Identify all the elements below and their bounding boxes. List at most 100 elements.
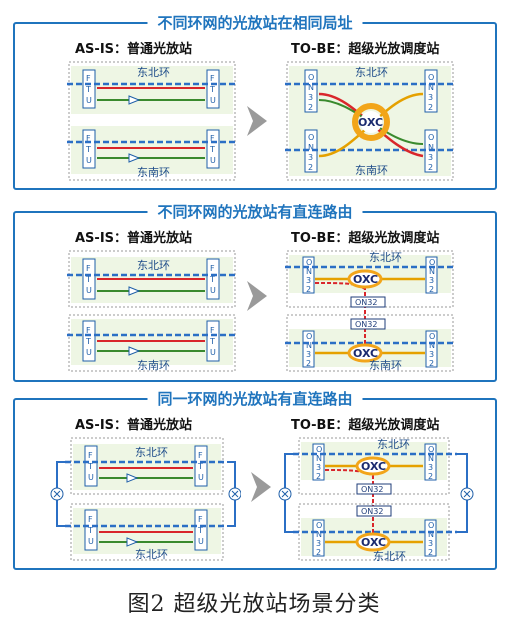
tobe-label: TO-BE：超级光放调度站 — [291, 42, 440, 57]
arrow-icon — [247, 281, 267, 311]
svg-text:2: 2 — [306, 359, 311, 368]
svg-text:N: N — [308, 143, 314, 152]
oxc-node: OXC — [355, 456, 391, 476]
svg-text:ON32: ON32 — [361, 485, 383, 494]
ring-label: 东北环 — [355, 66, 388, 79]
on32-box-left-top: ON32 — [312, 443, 325, 481]
site-boundary — [68, 61, 236, 181]
svg-text:F: F — [210, 74, 215, 83]
svg-text:O: O — [428, 521, 434, 530]
svg-text:N: N — [306, 267, 312, 276]
svg-text:N: N — [306, 341, 312, 350]
ftu-box-right-bottom: FTU — [194, 509, 208, 551]
site-boundary — [286, 61, 454, 181]
svg-text:O: O — [316, 521, 322, 530]
splitter-icon — [460, 487, 474, 501]
svg-text:O: O — [308, 133, 314, 142]
svg-text:2: 2 — [429, 285, 434, 294]
svg-text:2: 2 — [316, 548, 321, 557]
ring-label: 东北环 — [135, 446, 168, 459]
svg-text:F: F — [86, 74, 91, 83]
ftu-box-right-bottom: FTU — [206, 129, 220, 169]
svg-text:2: 2 — [428, 548, 433, 557]
on32-link-box: ON32 — [356, 505, 392, 517]
svg-text:T: T — [197, 462, 203, 471]
ftu-box-right-top: FTU — [206, 258, 220, 300]
svg-text:N: N — [428, 530, 434, 539]
svg-text:U: U — [88, 473, 94, 482]
oxc-node: OXC — [352, 103, 390, 141]
svg-text:2: 2 — [428, 472, 433, 481]
svg-text:U: U — [198, 473, 204, 482]
svg-text:F: F — [198, 451, 203, 460]
tobe-diagram: ON32 ON32 ON32 ON32 OXC OXC ON32 ON32 东北… — [285, 250, 455, 372]
ftu-box-right-top: FTU — [206, 69, 220, 109]
on32-link-box: ON32 — [350, 318, 386, 330]
ring-label: 东北环 — [373, 550, 406, 563]
amplifier-icon — [126, 537, 139, 547]
tobe-label: TO-BE：超级光放调度站 — [291, 418, 440, 433]
svg-text:F: F — [198, 515, 203, 524]
asis-diagram: FTU FTU FTU FTU 东北环 东南环 — [67, 250, 237, 372]
oxc-node: OXC — [347, 343, 383, 363]
svg-text:2: 2 — [429, 359, 434, 368]
figure-caption: 图2 超级光放站场景分类 — [127, 592, 381, 617]
panel-title: 不同环网的光放站有直连路由 — [147, 201, 363, 222]
svg-text:U: U — [210, 286, 216, 295]
svg-text:N: N — [316, 454, 322, 463]
svg-text:F: F — [88, 515, 93, 524]
ftu-box-left-top: FTU — [82, 258, 96, 300]
svg-text:3: 3 — [428, 463, 433, 472]
svg-text:F: F — [88, 451, 93, 460]
svg-text:U: U — [86, 348, 92, 357]
on32-box-right-top: ON32 — [424, 443, 437, 481]
svg-text:U: U — [198, 537, 204, 546]
svg-text:U: U — [86, 286, 92, 295]
asis-label: AS-IS：普通光放站 — [75, 42, 193, 57]
svg-text:F: F — [210, 264, 215, 273]
svg-text:3: 3 — [308, 153, 313, 162]
ring-label: 东北环 — [377, 438, 410, 451]
ftu-box-right-top: FTU — [194, 445, 208, 487]
svg-text:3: 3 — [306, 276, 311, 285]
panel-same-site: 不同环网的光放站在相同局址 AS-IS：普通光放站 TO-BE：超级光放调度站 … — [13, 12, 497, 190]
on32-box-right-bottom: ON32 — [425, 330, 438, 368]
tobe-diagram: ON32 ON32 ON32 ON32 OXC 东北环 东南环 — [285, 61, 455, 181]
svg-text:2: 2 — [428, 163, 433, 172]
svg-text:2: 2 — [308, 103, 313, 112]
asis-label: AS-IS：普通光放站 — [75, 418, 193, 433]
svg-text:U: U — [86, 156, 92, 165]
on32-link-box: ON32 — [350, 296, 386, 308]
svg-text:3: 3 — [428, 93, 433, 102]
svg-text:F: F — [210, 326, 215, 335]
node-area — [71, 66, 233, 114]
svg-text:3: 3 — [306, 350, 311, 359]
svg-text:N: N — [428, 454, 434, 463]
svg-text:3: 3 — [429, 350, 434, 359]
svg-text:OXC: OXC — [358, 116, 383, 129]
amplifier-icon — [128, 286, 141, 296]
panel-direct-route-same-ring: 同一环网的光放站有直连路由 AS-IS：普通光放站 TO-BE：超级光放调度站 … — [13, 388, 497, 570]
ring-label: 东北环 — [137, 66, 170, 79]
svg-text:U: U — [210, 156, 216, 165]
ftu-box-left-top: FTU — [84, 445, 98, 487]
asis-diagram: FTU FTU FTU FTU 东北环 东南环 — [67, 61, 237, 181]
svg-text:T: T — [85, 85, 91, 94]
amplifier-icon — [128, 153, 141, 163]
svg-text:T: T — [197, 526, 203, 535]
svg-text:O: O — [429, 258, 435, 267]
ftu-box-right-bottom: FTU — [206, 320, 220, 362]
svg-text:3: 3 — [316, 539, 321, 548]
splitter-icon — [50, 487, 64, 501]
svg-text:3: 3 — [428, 539, 433, 548]
svg-text:T: T — [209, 85, 215, 94]
ring-label: 东北环 — [137, 259, 170, 272]
svg-text:O: O — [429, 332, 435, 341]
svg-text:O: O — [308, 73, 314, 82]
svg-text:T: T — [87, 462, 93, 471]
arrow-icon — [247, 106, 267, 136]
svg-text:F: F — [86, 326, 91, 335]
on32-link-box: ON32 — [356, 483, 392, 495]
svg-text:O: O — [428, 445, 434, 454]
splitter-icon — [228, 487, 241, 501]
